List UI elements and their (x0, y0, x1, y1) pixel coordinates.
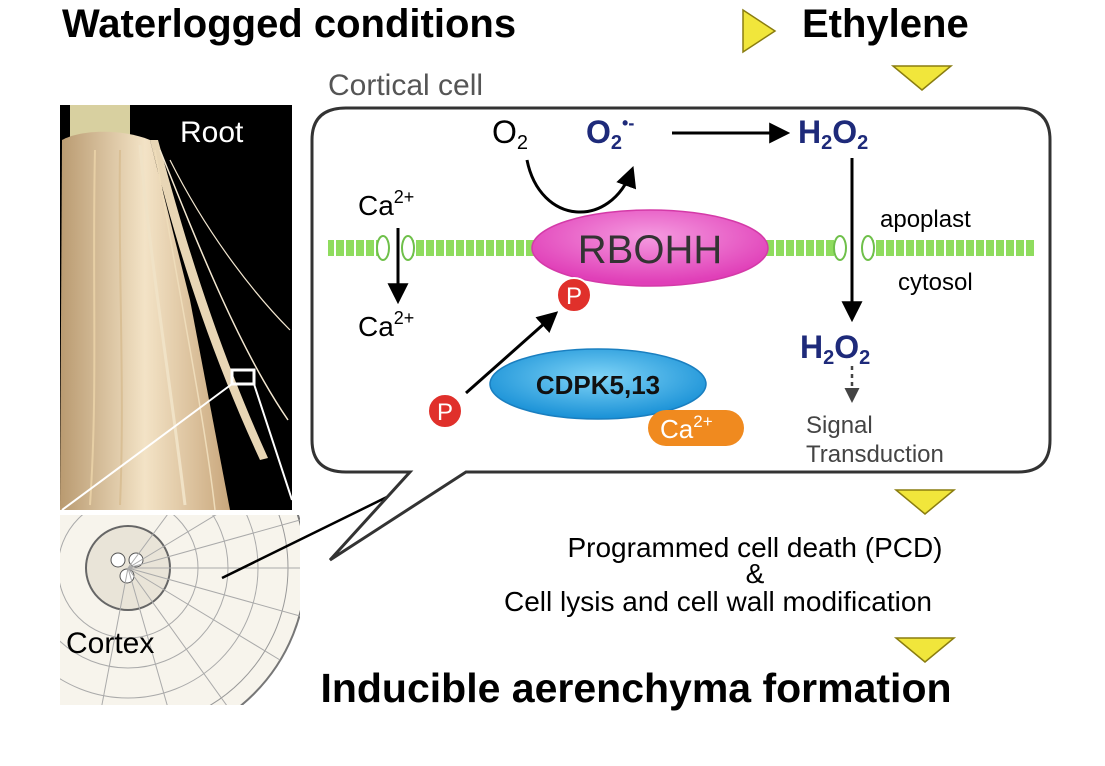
cortical-cell-label: Cortical cell (328, 69, 483, 102)
rbohh-label: RBOHH (578, 228, 722, 272)
h2o2-apoplast-label: H2O2 (798, 114, 868, 154)
outcome-ampersand: & (746, 558, 765, 589)
signal-label-1: Signal (806, 412, 873, 439)
phospho-label-rbohh: P (566, 283, 582, 310)
o2-reduction-arrow (525, 159, 637, 214)
cortex-label: Cortex (66, 627, 154, 660)
ca-apoplast-label: Ca2+ (358, 187, 414, 221)
phospho-badge-rbohh (556, 277, 592, 313)
root-label: Root (180, 116, 244, 149)
down-triangle-1 (890, 65, 954, 91)
outcome-line-2: Cell lysis and cell wall modification (504, 586, 932, 617)
ca-cdpk-badge (648, 410, 744, 446)
cytosol-label: cytosol (898, 269, 973, 296)
phospho-label-free: P (437, 399, 453, 426)
cdpk-label: CDPK5,13 (536, 370, 660, 400)
outcome-line-1: Programmed cell death (PCD) (567, 532, 942, 563)
phosphorylation-arrow (465, 311, 559, 395)
down-triangle-3 (893, 637, 957, 663)
ca-cytosol-label: Ca2+ (358, 308, 414, 342)
phospho-badge-free (427, 393, 463, 429)
down-triangle-2 (893, 489, 957, 515)
superoxide-label: O2•- (586, 113, 634, 154)
ca-cdpk-label: Ca2+ (660, 412, 713, 444)
header-left: Waterlogged conditions (62, 2, 516, 46)
outcome-final: Inducible aerenchyma formation (320, 665, 951, 711)
o2-label: O2 (492, 114, 528, 154)
arrow-right-triangle (742, 8, 777, 54)
apoplast-label: apoplast (880, 206, 971, 233)
rbohh-enzyme (531, 209, 769, 287)
cdpk-enzyme (489, 348, 707, 420)
h2o2-cytosol-label: H2O2 (800, 329, 870, 369)
cortical-cell-callout (310, 106, 1052, 562)
header-right: Ethylene (802, 2, 969, 46)
root-photo: Root (60, 105, 292, 510)
plasma-membrane (328, 235, 1036, 261)
cortex-section: Cortex (60, 468, 443, 705)
signal-label-2: Transduction (806, 441, 944, 468)
